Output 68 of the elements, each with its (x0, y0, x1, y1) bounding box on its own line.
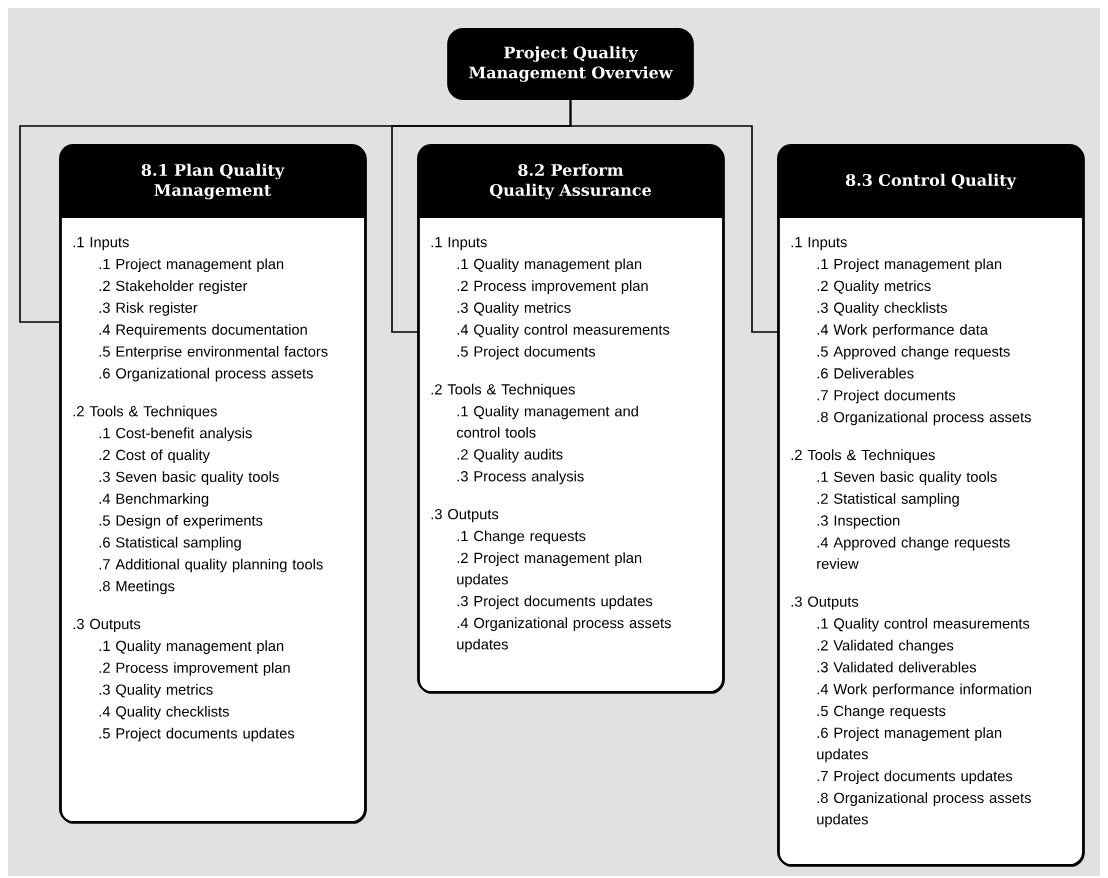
list-item: .1 Cost-benefit analysis (99, 427, 252, 442)
process-box (777, 144, 1085, 867)
list-item: .8 Organizational process assets updates (817, 792, 1031, 828)
section-heading: .3 Outputs (791, 596, 859, 610)
list-item: .2 Process improvement plan (99, 662, 290, 676)
list-item: .7 Project documents updates (817, 770, 1013, 785)
list-item: .2 Validated changes (817, 639, 954, 654)
list-item: .5 Change requests (817, 705, 946, 720)
list-item: .4 Quality checklists (99, 705, 229, 720)
list-item: .8 Meetings (99, 580, 175, 595)
list-item: .3 Seven basic quality tools (99, 471, 279, 485)
list-item: .1 Quality management plan (457, 258, 642, 273)
section-heading: .2 Tools & Techniques (73, 405, 217, 420)
list-item: .5 Project documents updates (99, 727, 295, 742)
list-item: .6 Statistical sampling (99, 536, 241, 551)
list-item: .4 Approved change requests review (817, 536, 1010, 569)
list-item: .1 Project management plan (99, 258, 284, 273)
section-heading: .3 Outputs (431, 508, 499, 523)
process-box (417, 144, 725, 694)
list-item: .3 Quality checklists (817, 302, 947, 316)
box-title: 8.2 Perform Quality Assurance (489, 163, 652, 200)
section-heading: .1 Inputs (431, 237, 487, 251)
list-item: .7 Project documents (817, 389, 956, 404)
list-item: .6 Deliverables (817, 367, 914, 379)
list-item: .1 Quality control measurements (817, 617, 1030, 632)
list-item: .2 Quality metrics (817, 280, 931, 294)
list-item: .4 Requirements documentation (99, 324, 307, 338)
list-item: .3 Risk register (99, 302, 198, 316)
list-item: .2 Stakeholder register (99, 280, 248, 294)
list-item: .3 Inspection (817, 514, 900, 529)
list-item: .1 Project management plan (817, 258, 1002, 273)
list-item: .4 Work performance data (817, 324, 988, 338)
section-heading: .2 Tools & Techniques (791, 449, 935, 464)
list-item: .2 Process improvement plan (457, 280, 648, 294)
list-item: .4 Organizational process assets updates (457, 617, 671, 653)
list-item: .1 Quality management and control tools (456, 405, 638, 438)
list-item: .2 Cost of quality (99, 449, 210, 464)
list-item: .4 Quality control measurements (457, 324, 670, 338)
list-item: .6 Organizational process assets (99, 367, 313, 382)
section-heading: .2 Tools & Techniques (431, 383, 575, 398)
list-item: .7 Additional quality planning tools (99, 558, 323, 573)
list-item: .5 Design of experiments (99, 514, 263, 529)
list-item: .3 Process analysis (457, 470, 584, 485)
list-item: .6 Project management plan updates (817, 727, 1002, 763)
connector (569, 99, 779, 333)
list-item: .1 Seven basic quality tools (817, 471, 997, 485)
section-heading: .1 Inputs (73, 237, 129, 251)
list-item: .5 Approved change requests (817, 345, 1010, 360)
list-item: .1 Quality management plan (99, 640, 284, 654)
list-item: .5 Enterprise environmental factors (99, 345, 328, 360)
list-item: .3 Quality metrics (99, 684, 213, 698)
list-item: .5 Project documents (457, 345, 596, 360)
box-title: 8.3 Control Quality (845, 173, 1017, 190)
list-item: .2 Project management plan updates (457, 552, 642, 588)
list-item: .3 Project documents updates (457, 595, 653, 610)
list-item: .3 Validated deliverables (817, 661, 977, 673)
section-heading: .3 Outputs (73, 618, 141, 633)
title-box: Project Quality Management Overview (447, 28, 694, 100)
list-item: .3 Quality metrics (457, 302, 571, 316)
list-item: .1 Change requests (457, 530, 586, 545)
list-item: .8 Organizational process assets (817, 411, 1031, 426)
box-title: 8.1 Plan Quality Management (141, 163, 285, 200)
list-item: .4 Work performance information (817, 683, 1031, 698)
section-heading: .1 Inputs (791, 237, 847, 251)
list-item: .4 Benchmarking (99, 493, 209, 507)
list-item: .2 Statistical sampling (817, 493, 959, 507)
process-box (59, 144, 367, 824)
list-item: .2 Quality audits (457, 448, 563, 463)
